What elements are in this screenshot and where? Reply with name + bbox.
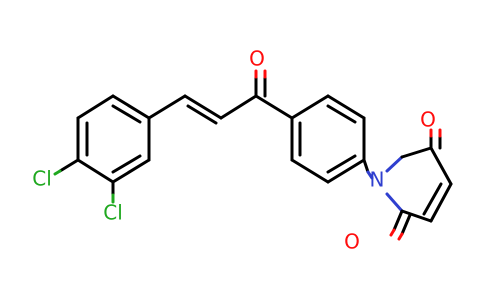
alkene-ring-double-bond	[422, 182, 443, 216]
maleimide-oxygen-top: O	[420, 108, 436, 132]
ring-bond	[326, 158, 366, 184]
c-cl-bond-top-colored	[53, 169, 62, 176]
chlorine-atom-1: Cl	[32, 167, 52, 191]
ring-bond	[76, 158, 115, 184]
ring-bond	[111, 158, 151, 184]
aromatic-inner-bond	[111, 154, 142, 174]
alkene-ring-bond	[429, 182, 453, 223]
ketone-oxygen: O	[249, 47, 265, 71]
ring-bond	[254, 94, 294, 120]
c-cl-bond-top	[58, 158, 80, 173]
aromatic-inner-bond	[326, 104, 357, 124]
carbonyl-carbon-bond-top	[400, 146, 433, 159]
n-c-bond-top	[385, 155, 404, 173]
aromatic-inner-bond	[326, 154, 357, 174]
ring-bond	[111, 94, 151, 120]
bottom-carbonyl-bond	[392, 209, 404, 232]
aromatic-inner-bond	[111, 104, 142, 124]
bottom-carbonyl-double-bond	[400, 213, 412, 236]
central-phenyl-ring	[254, 94, 366, 184]
bottom-oxygen-double-bond	[397, 232, 404, 241]
carbonyl-chain-bond	[219, 94, 258, 120]
dichlorophenyl-ring	[76, 94, 151, 184]
aryl-nitrogen-bond	[362, 158, 370, 174]
nitrogen-atom: N	[370, 168, 385, 192]
alkene-bond	[183, 94, 223, 120]
bottom-oxygen-bond	[389, 228, 396, 237]
ring-bond	[290, 94, 330, 120]
carbonyl-carbon-bond-bottom	[400, 209, 433, 223]
alkene-ring-bond-top	[429, 146, 453, 186]
maleimide-ring	[385, 146, 453, 223]
vinyl-bond	[147, 94, 187, 120]
chlorine-atom-2: Cl	[103, 201, 123, 225]
ring-bond	[76, 94, 115, 120]
ring-bond	[290, 158, 330, 184]
aryl-nitrogen-bond-colored	[366, 170, 374, 180]
ring-bond	[326, 94, 366, 120]
alkene-double-bond	[186, 104, 218, 125]
maleimide-oxygen-bottom: O	[344, 230, 360, 254]
n-c-bond-bottom	[385, 192, 404, 213]
